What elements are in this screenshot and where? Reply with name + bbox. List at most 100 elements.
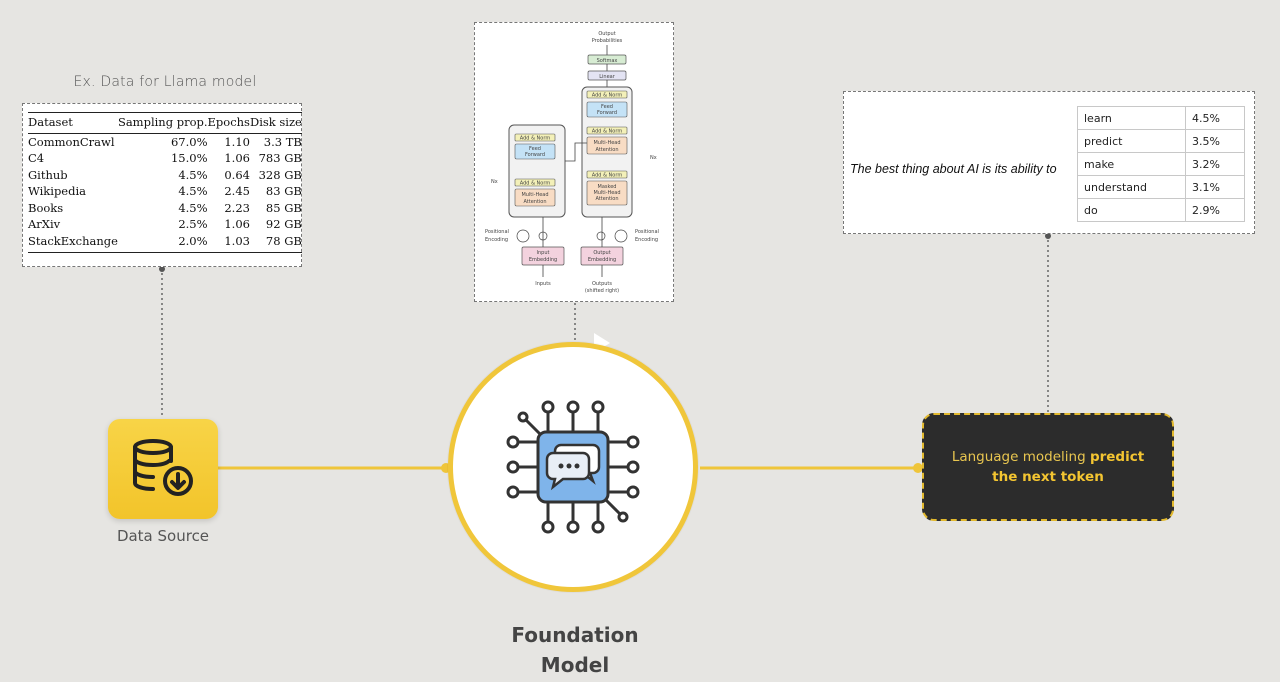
cell: 2.5% <box>178 217 208 231</box>
positional-encoding-label: Positional <box>635 229 659 235</box>
input-embedding-label-2: Embedding <box>529 257 557 263</box>
database-download-icon <box>133 439 193 496</box>
token-probability: 4.5% <box>1185 106 1245 130</box>
cell: 1.03 <box>207 233 250 253</box>
token-word: understand <box>1077 175 1186 199</box>
positional-encoding-label-2: Encoding <box>635 237 658 243</box>
masked-attention-label-2: Multi-Head <box>593 190 620 196</box>
feed-forward-label-2: Forward <box>525 152 545 158</box>
output-probabilities-label: Output <box>598 31 615 37</box>
add-norm-label: Add & Norm <box>520 136 551 142</box>
language-modeling-highlight: predict the next token <box>992 449 1145 485</box>
data-table: Dataset Sampling prop. Epochs Disk size … <box>28 112 302 253</box>
cell: 0.64 <box>224 167 250 182</box>
transformer-architecture-card: Output Probabilities Softmax Linear Add … <box>474 22 674 302</box>
cell: 1.06 <box>224 217 250 231</box>
masked-attention-label-3: Attention <box>595 196 618 202</box>
cell: 2.23 <box>224 200 250 215</box>
nx-label: Nx <box>491 179 498 185</box>
data-table-card: Dataset Sampling prop. Epochs Disk size … <box>22 103 302 267</box>
language-modeling-box[interactable]: Language modeling predict the next token <box>922 413 1174 521</box>
foundation-model-circle[interactable] <box>448 342 698 592</box>
prompt-text: The best thing about AI is its ability t… <box>850 162 1057 176</box>
cell: 83 GB <box>265 184 302 198</box>
cell: 78 GB <box>249 233 302 253</box>
token-word: do <box>1077 198 1186 222</box>
data-caption: Ex. Data for Llama model <box>73 74 257 90</box>
foundation-label-line2: Model <box>540 653 610 677</box>
output-probabilities-label-2: Probabilities <box>592 38 623 44</box>
add-norm-label: Add & Norm <box>592 173 623 179</box>
nx-label: Nx <box>650 155 657 161</box>
cell: CommonCrawl <box>28 134 115 149</box>
token-word: make <box>1077 152 1186 176</box>
token-word: predict <box>1077 129 1186 153</box>
cell: 4.5% <box>178 184 208 198</box>
token-probability: 3.1% <box>1185 175 1245 199</box>
positional-encoding-label-2: Encoding <box>485 237 508 243</box>
inputs-label: Inputs <box>535 281 551 287</box>
next-token-prediction-card: The best thing about AI is its ability t… <box>843 91 1255 234</box>
output-embedding-label: Output <box>593 250 610 256</box>
cell: 4.5% <box>178 167 208 182</box>
cell: Github <box>28 167 68 182</box>
data-source-tile[interactable] <box>108 419 218 519</box>
input-embedding-label: Input <box>537 250 550 256</box>
outputs-label-2: (shifted right) <box>585 288 619 294</box>
cell: 4.5% <box>178 200 208 215</box>
feed-forward-label: Feed <box>529 146 541 152</box>
data-source-label: Data Source <box>116 527 210 545</box>
multi-head-attention-label-2: Attention <box>595 147 618 153</box>
token-probability: 3.2% <box>1185 152 1245 176</box>
token-word: learn <box>1077 106 1186 130</box>
cell: 3.3 TB <box>263 134 302 149</box>
add-norm-label: Add & Norm <box>520 181 551 187</box>
multi-head-attention-label: Multi-Head <box>593 140 620 146</box>
masked-attention-label: Masked <box>598 184 617 190</box>
cell: StackExchange <box>28 233 118 253</box>
cell: 783 GB <box>258 151 302 165</box>
feed-forward-label-2: Forward <box>597 110 617 116</box>
cell: 328 GB <box>258 167 302 182</box>
linear-label: Linear <box>599 74 615 80</box>
cell: 15.0% <box>170 151 208 165</box>
foundation-model-label: Foundation Model <box>455 620 695 680</box>
feed-forward-label: Feed <box>601 104 613 110</box>
column-header: Disk size <box>249 112 302 134</box>
cell: 1.06 <box>224 151 250 165</box>
ai-chip-chat-icon <box>506 400 640 534</box>
table-row: C4 15.0% 1.06 783 GB <box>28 151 302 168</box>
multi-head-attention-label-2: Attention <box>523 199 546 205</box>
cell: 2.0% <box>117 233 208 253</box>
add-norm-label: Add & Norm <box>592 129 623 135</box>
column-header: Sampling prop. <box>117 112 208 134</box>
cell: Wikipedia <box>28 184 87 198</box>
cell: ArXiv <box>28 217 61 231</box>
output-embedding-label-2: Embedding <box>588 257 616 263</box>
token-probability: 3.5% <box>1185 129 1245 153</box>
add-norm-label: Add & Norm <box>592 93 623 99</box>
cell: 85 GB <box>265 200 302 215</box>
cell: 67.0% <box>170 134 208 149</box>
language-modeling-text: Language modeling predict the next token <box>942 447 1154 487</box>
foundation-label-line1: Foundation <box>511 623 639 647</box>
multi-head-attention-label: Multi-Head <box>521 192 548 198</box>
transformer-diagram: Output Probabilities Softmax Linear Add … <box>485 31 659 294</box>
column-header: Dataset <box>28 112 118 134</box>
positional-encoding-label: Positional <box>485 229 509 235</box>
softmax-label: Softmax <box>597 58 618 64</box>
cell: C4 <box>28 151 45 165</box>
cell: 92 GB <box>265 217 302 231</box>
token-probability: 2.9% <box>1185 198 1245 222</box>
